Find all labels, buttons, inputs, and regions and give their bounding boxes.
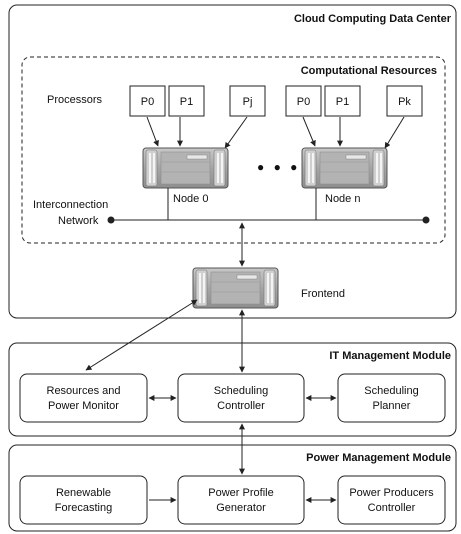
power-producers-controller-label: Controller [368,502,416,514]
processor-box [324,85,361,117]
network-endpoint [422,216,430,224]
power-module-container [8,444,457,532]
arrow [302,116,316,147]
processor-label: P1 [336,96,349,108]
resources-monitor-label: Resources and [47,385,121,397]
renewable-forecasting-label: Forecasting [55,502,112,514]
scheduling-planner-box [337,373,446,423]
processor-box [168,85,205,117]
processor-box [229,85,266,117]
power-module-title: Power Management Module [306,452,451,464]
processor-box [386,85,423,117]
power-producers-controller-box [337,475,446,525]
processor-label: Pj [243,96,253,108]
arrow [384,116,405,149]
scheduling-controller-label: Scheduling [214,385,268,397]
network-endpoint [107,216,115,224]
network-label: Network [58,215,99,227]
network-label: Interconnection [33,199,108,211]
it-module-container [8,342,457,437]
bidirectional-arrow [85,299,198,371]
scheduling-planner-label: Planner [373,400,411,412]
processor-box [129,85,166,117]
processors-label: Processors [47,94,103,106]
datacenter-container [8,4,457,319]
it-module-title: IT Management Module [329,350,451,362]
scheduling-controller-label: Controller [217,400,265,412]
renewable-forecasting-label: Renewable [56,487,111,499]
noden-label: Node n [325,193,360,205]
datacenter-title: Cloud Computing Data Center [294,13,452,25]
power-producers-controller-label: Power Producers [349,487,434,499]
processor-label: P0 [141,96,154,108]
arrow [224,116,248,149]
node0-label: Node 0 [173,193,208,205]
ellipsis-dots: ● ● ● [257,160,300,174]
resources-monitor-box [19,373,148,423]
power-profile-generator-label: Power Profile [208,487,273,499]
server-icon [301,147,388,189]
arrow [146,116,159,147]
resources-container [21,56,446,244]
processor-box [285,85,322,117]
processor-label: P0 [297,96,310,108]
resources-monitor-label: Power Monitor [48,400,119,412]
frontend-label: Frontend [301,288,345,300]
renewable-forecasting-box [19,475,148,525]
processor-label: Pk [398,96,411,108]
server-icon [192,267,279,309]
scheduling-planner-label: Scheduling [364,385,418,397]
power-profile-generator-box [177,475,305,525]
scheduling-controller-box [177,373,305,423]
processor-label: P1 [180,96,193,108]
server-icon [142,147,229,189]
resources-title: Computational Resources [301,65,437,77]
power-profile-generator-label: Generator [216,502,266,514]
